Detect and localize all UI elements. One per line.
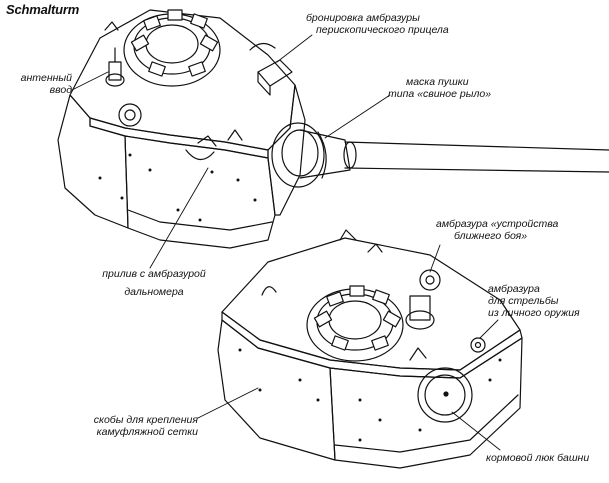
leader-rangefinder [149, 167, 209, 269]
label-line: перископического прицела [316, 24, 449, 36]
turret-front-left-side [57, 94, 129, 229]
label-line: дальномера [124, 286, 184, 298]
gun-mantlet [271, 122, 351, 188]
leader-mantlet [324, 94, 391, 139]
turret-rear-roof-edge [221, 311, 523, 379]
label-line: камуфляжной сетки [96, 426, 198, 438]
periscope-armor [249, 42, 293, 96]
label-line: бронировка амбразуры [306, 12, 420, 24]
leader-close-defense [429, 244, 441, 273]
rivets-top [98, 153, 257, 222]
cupola-rear [306, 285, 404, 362]
label-line: для стрельбы [488, 295, 559, 307]
roof-fitting [118, 103, 142, 127]
leader-lines [71, 34, 501, 451]
rear-hatch [417, 367, 473, 423]
label-pistol-port: амбразура для стрельбы из личного оружия [488, 283, 580, 319]
leader-pistol-port [479, 319, 499, 339]
turret-rear-face [329, 337, 523, 469]
turret-rear-view [217, 229, 523, 469]
turret-front-right-side [267, 84, 306, 216]
pistol-port [470, 337, 486, 353]
label-antenna: антенный ввод [6, 72, 72, 96]
label-periscope-armor: бронировка амбразуры перископического пр… [306, 12, 449, 36]
leader-antenna [71, 71, 109, 91]
bracket-rear-3 [367, 243, 383, 253]
turret-front-roof [69, 9, 296, 151]
rangefinder-bulge-top [185, 149, 215, 161]
turret-rear-left-side [217, 319, 336, 461]
label-line: амбразура [488, 283, 540, 295]
bracket-top-1 [104, 21, 119, 31]
label-line: ввод [49, 84, 72, 96]
label-line: маска пушки [406, 76, 469, 88]
label-line: кормовой люк башни [486, 452, 590, 464]
bracket-top-3 [197, 135, 217, 147]
label-close-defense: амбразура «устройства ближнего боя» [436, 218, 558, 242]
label-line: прилив с амбразурой [102, 268, 206, 280]
rivets-rear [238, 348, 502, 442]
bracket-top-2 [227, 129, 243, 141]
turret-front-face [124, 135, 276, 249]
leader-camo-brackets [197, 387, 259, 419]
antenna-mount [105, 47, 125, 87]
label-camo-brackets: скобы для крепления камуфляжной сетки [58, 414, 198, 438]
turret-front-view [57, 9, 609, 249]
diagram-title: Schmalturm [6, 2, 80, 17]
label-rear-hatch: кормовой люк башни [486, 452, 589, 464]
bracket-rear-4 [409, 347, 427, 361]
cupola-top [123, 9, 221, 87]
close-defense-weapon [405, 269, 441, 330]
label-line: ближнего боя» [454, 230, 528, 242]
bracket-rear-2 [339, 229, 357, 241]
label-line: скобы для крепления [93, 414, 198, 426]
label-line: из личного оружия [488, 307, 580, 319]
label-line: амбразура «устройства [436, 218, 559, 230]
label-mantlet: маска пушки типа «свиное рыло» [388, 76, 491, 100]
leader-rear-hatch [451, 411, 501, 451]
label-line: типа «свиное рыло» [388, 88, 492, 100]
label-line: антенный [20, 72, 72, 84]
gun-barrel [343, 141, 609, 173]
bracket-rear-1 [261, 286, 277, 296]
leader-periscope [276, 34, 313, 63]
label-rangefinder: прилив с амбразурой дальномера [84, 268, 224, 298]
